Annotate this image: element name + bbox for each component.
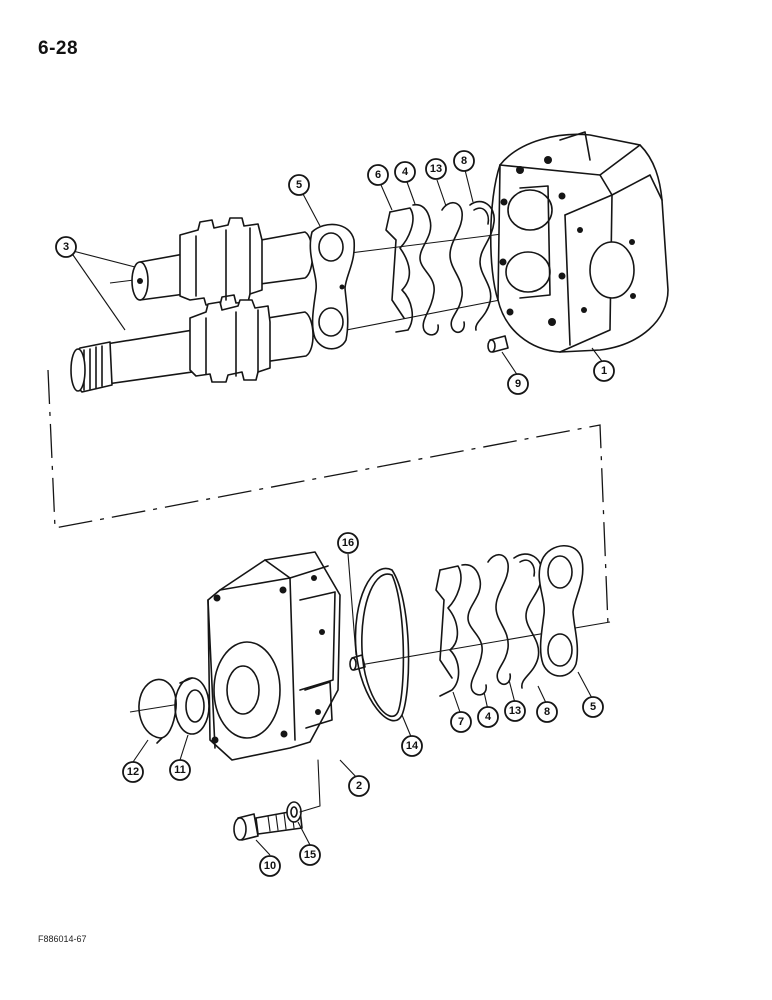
wear-plate-upper xyxy=(309,223,356,350)
seal-4-lower xyxy=(461,563,487,696)
driven-gear-shaft xyxy=(70,299,314,393)
svg-text:5: 5 xyxy=(296,179,302,191)
svg-text:8: 8 xyxy=(461,155,467,167)
pump-housing xyxy=(489,131,669,353)
svg-text:12: 12 xyxy=(127,766,139,778)
callout-10: 10 xyxy=(259,855,281,877)
seal-6-upper xyxy=(385,207,414,333)
svg-text:10: 10 xyxy=(264,860,276,872)
svg-text:14: 14 xyxy=(406,740,419,752)
svg-text:4: 4 xyxy=(402,166,409,178)
svg-text:11: 11 xyxy=(174,764,186,776)
wear-plate-lower xyxy=(538,545,584,677)
locating-pin xyxy=(349,654,366,671)
callout-2: 2 xyxy=(348,775,370,797)
callout-9: 9 xyxy=(507,373,529,395)
callout-3: 3 xyxy=(55,236,77,258)
shaft-seal xyxy=(174,677,210,735)
svg-text:5: 5 xyxy=(590,701,596,713)
svg-text:1: 1 xyxy=(601,365,607,377)
callout-15: 15 xyxy=(299,844,321,866)
svg-text:6: 6 xyxy=(375,169,381,181)
assembly-connector-line xyxy=(47,369,609,626)
o-ring xyxy=(354,567,410,722)
callout-13-lower: 13 xyxy=(504,700,526,722)
callout-4-lower: 4 xyxy=(477,706,499,728)
svg-text:15: 15 xyxy=(304,849,316,861)
callout-7: 7 xyxy=(450,711,472,733)
bolt-alignment-line xyxy=(299,759,321,813)
dowel-pin xyxy=(487,335,509,353)
seal-13-lower xyxy=(487,553,512,686)
svg-text:13: 13 xyxy=(509,705,521,717)
callout-8-lower: 8 xyxy=(536,701,558,723)
seal-8-upper xyxy=(469,200,495,331)
svg-text:7: 7 xyxy=(458,716,464,728)
seal-13-upper xyxy=(441,201,466,334)
drive-gear-shaft xyxy=(131,217,314,306)
callout-5-upper: 5 xyxy=(288,174,310,196)
svg-text:3: 3 xyxy=(63,241,69,253)
callout-13-upper: 13 xyxy=(425,158,447,180)
callout-6: 6 xyxy=(367,164,389,186)
callout-14: 14 xyxy=(401,735,423,757)
seal-7-lower xyxy=(435,565,462,697)
callout-1: 1 xyxy=(593,360,615,382)
callout-5-lower: 5 xyxy=(582,696,604,718)
svg-text:13: 13 xyxy=(430,163,442,175)
svg-text:16: 16 xyxy=(342,537,354,549)
svg-text:9: 9 xyxy=(515,378,521,390)
callout-8-upper: 8 xyxy=(453,150,475,172)
snap-ring xyxy=(138,678,177,744)
page-number: 6-28 xyxy=(38,38,79,59)
svg-text:4: 4 xyxy=(485,711,492,723)
callout-16: 16 xyxy=(337,532,359,554)
callout-12: 12 xyxy=(122,761,144,783)
callout-11: 11 xyxy=(169,759,191,781)
mounting-flange xyxy=(207,551,341,761)
seal-8-lower xyxy=(513,553,543,689)
figure-code: F886014-67 xyxy=(38,934,87,944)
seal-4-upper xyxy=(412,203,439,336)
svg-text:8: 8 xyxy=(544,706,550,718)
svg-text:2: 2 xyxy=(356,780,362,792)
washer xyxy=(286,801,302,823)
leader-lines xyxy=(72,169,605,856)
callout-4-upper: 4 xyxy=(394,161,416,183)
